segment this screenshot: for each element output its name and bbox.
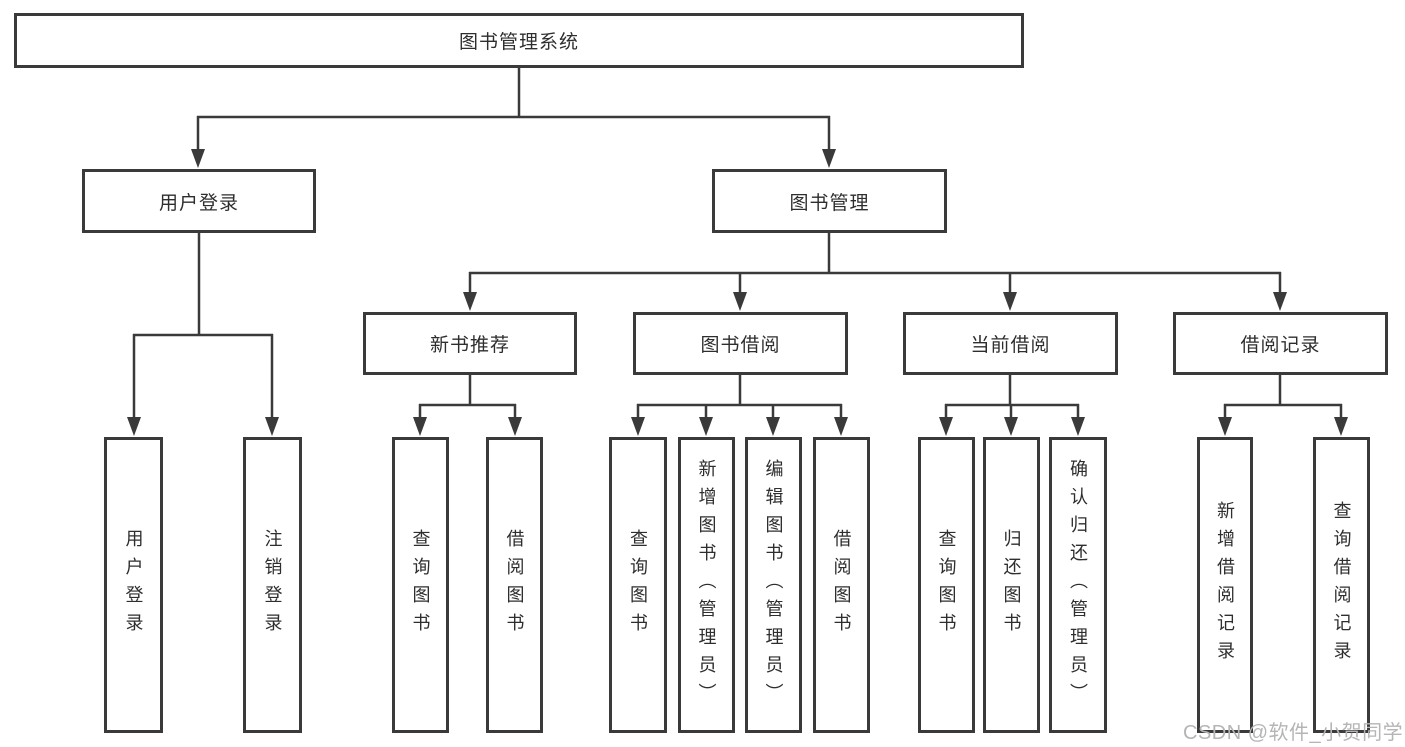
arrowhead	[1071, 417, 1085, 436]
arrowhead	[766, 417, 780, 436]
leaf-add-books-admin: 新增图书（管理员）	[678, 437, 735, 733]
leaf-logout: 注销登录	[243, 437, 302, 733]
arrowhead	[939, 417, 953, 436]
arrowhead	[127, 417, 141, 436]
arrowhead	[265, 417, 279, 436]
node-borrow-records: 借阅记录	[1173, 312, 1388, 375]
node-borrow-records-label: 借阅记录	[1240, 335, 1321, 356]
node-current-borrow-label: 当前借阅	[970, 335, 1051, 356]
leaf-user-login: 用户登录	[104, 437, 163, 733]
arrowhead	[834, 417, 848, 436]
node-book-mgmt: 图书管理	[712, 169, 947, 233]
arrowhead	[463, 292, 477, 311]
arrowhead	[1004, 417, 1018, 436]
arrowhead	[191, 149, 205, 168]
node-current-borrow: 当前借阅	[903, 312, 1118, 375]
node-root: 图书管理系统	[14, 13, 1024, 68]
leaf-query-books-3: 查询图书	[918, 437, 975, 733]
node-book-borrow-label: 图书借阅	[700, 335, 781, 356]
leaf-return-books-label: 归还图书	[1001, 529, 1022, 641]
leaf-query-books-3-label: 查询图书	[936, 529, 957, 641]
leaf-query-books-2: 查询图书	[609, 437, 667, 733]
leaf-confirm-return-admin-label: 确认归还（管理员）	[1068, 459, 1088, 711]
leaf-query-borrow-record-label: 查询借阅记录	[1331, 501, 1352, 669]
arrowhead	[1273, 292, 1287, 311]
leaf-borrow-books-1-label: 借阅图书	[504, 529, 525, 641]
arrowhead	[733, 292, 747, 311]
arrowhead	[413, 417, 427, 436]
arrowheads	[127, 149, 1348, 436]
arrowhead	[1334, 417, 1348, 436]
leaf-return-books: 归还图书	[983, 437, 1040, 733]
leaf-add-borrow-record-label: 新增借阅记录	[1215, 501, 1235, 669]
node-root-label: 图书管理系统	[458, 32, 579, 53]
leaf-logout-label: 注销登录	[262, 529, 283, 641]
watermark-text: CSDN @软件_小贺同学	[1183, 722, 1404, 744]
arrowhead	[631, 417, 645, 436]
arrowhead	[1218, 417, 1232, 436]
leaf-edit-books-admin-label: 编辑图书（管理员）	[763, 459, 784, 711]
leaf-borrow-books-2: 借阅图书	[813, 437, 870, 733]
arrowhead	[699, 417, 713, 436]
arrowhead	[508, 417, 522, 436]
leaf-confirm-return-admin: 确认归还（管理员）	[1049, 437, 1107, 733]
leaf-add-borrow-record: 新增借阅记录	[1197, 437, 1253, 733]
leaf-user-login-label: 用户登录	[123, 529, 144, 641]
node-book-borrow: 图书借阅	[633, 312, 848, 375]
node-user-login: 用户登录	[82, 169, 316, 233]
node-book-mgmt-label: 图书管理	[789, 192, 870, 214]
leaf-query-books-2-label: 查询图书	[628, 529, 648, 641]
arrowhead	[822, 149, 836, 168]
node-new-books: 新书推荐	[363, 312, 577, 375]
leaf-borrow-books-1: 借阅图书	[486, 437, 543, 733]
leaf-query-borrow-record: 查询借阅记录	[1313, 437, 1370, 733]
leaf-add-books-admin-label: 新增图书（管理员）	[696, 459, 717, 711]
leaf-borrow-books-2-label: 借阅图书	[831, 529, 852, 641]
leaf-query-books-1-label: 查询图书	[410, 529, 431, 641]
node-new-books-label: 新书推荐	[429, 335, 510, 356]
node-user-login-label: 用户登录	[158, 192, 239, 214]
leaf-query-books-1: 查询图书	[392, 437, 449, 733]
arrowhead	[1003, 292, 1017, 311]
leaf-edit-books-admin: 编辑图书（管理员）	[745, 437, 802, 733]
